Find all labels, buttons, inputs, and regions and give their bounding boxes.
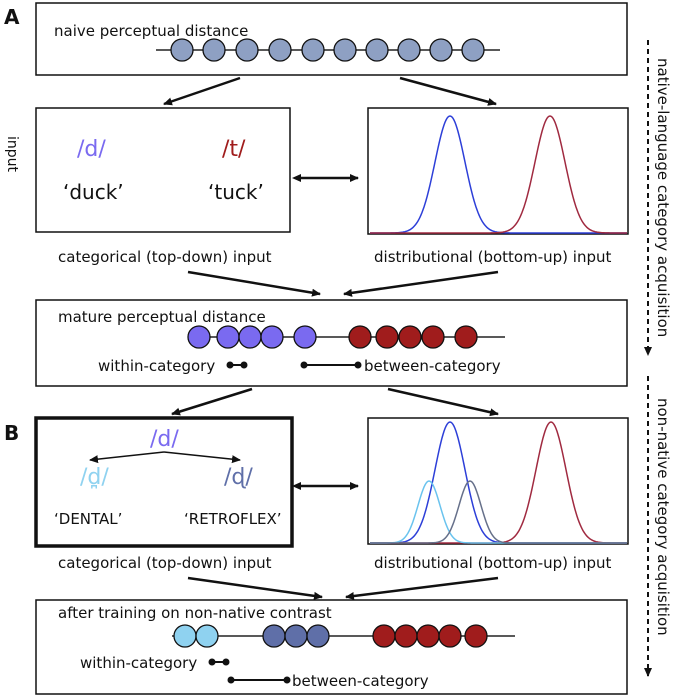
within-category-label-a: within-category <box>98 357 215 375</box>
continuum-dot <box>397 38 421 62</box>
arrow-to-distributional <box>399 76 497 106</box>
naive-distance-title: naive perceptual distance <box>54 22 248 40</box>
continuum-dot <box>375 325 399 349</box>
arrow-distributional-to-training <box>345 576 499 600</box>
continuum-dot <box>365 38 389 62</box>
training-distance-title: after training on non-native contrast <box>58 604 332 622</box>
continuum-dot <box>416 624 440 648</box>
phoneme-retroflex: /ɖ/ <box>224 465 253 490</box>
continuum-dot <box>398 325 422 349</box>
continuum-dot <box>333 38 357 62</box>
continuum-dot <box>293 325 317 349</box>
between-category-label-a: between-category <box>364 357 501 375</box>
red-distribution-curve <box>370 421 627 544</box>
blue-distribution-curve <box>370 421 627 544</box>
within-category-connector-b <box>208 658 230 666</box>
between-category-connector-a <box>300 361 362 369</box>
phoneme-dental: /d̪/ <box>80 465 109 490</box>
continuum-dot <box>348 325 372 349</box>
side-label-non-native: non-native category acquisition <box>654 398 672 636</box>
naive-distance-box <box>35 2 628 76</box>
word-duck: ‘duck’ <box>63 180 124 204</box>
input-label: input <box>4 136 20 173</box>
phoneme-t: /t/ <box>222 137 246 162</box>
continuum-dot <box>464 624 488 648</box>
phoneme-d: /d/ <box>77 137 106 162</box>
continuum-dot <box>268 38 292 62</box>
panel-b-label: B <box>4 421 19 445</box>
naive-continuum-dots <box>170 38 485 62</box>
word-retroflex: ‘RETROFLEX’ <box>184 510 282 528</box>
continuum-dot <box>306 624 330 648</box>
arrow-categorical-to-mature <box>187 270 321 297</box>
arrow-distributional-to-mature <box>343 270 499 297</box>
arrow-to-categorical-b <box>171 387 253 416</box>
continuum-dot <box>195 624 219 648</box>
continuum-dot <box>284 624 308 648</box>
continuum-dot <box>301 38 325 62</box>
continuum-dot <box>461 38 485 62</box>
mature-distance-title: mature perceptual distance <box>58 308 266 326</box>
continuum-dot <box>438 624 462 648</box>
distribution-curves-a <box>370 115 627 234</box>
caption-distributional-a: distributional (bottom-up) input <box>374 248 611 266</box>
within-category-label-b: within-category <box>80 654 197 672</box>
between-category-connector-b <box>227 676 291 684</box>
arrow-to-distributional-b <box>387 387 499 417</box>
between-category-label-b: between-category <box>292 672 429 690</box>
phoneme-root-d: /d/ <box>150 427 179 452</box>
training-distance-box <box>35 599 628 695</box>
continuum-dot <box>372 624 396 648</box>
continuum-dot <box>454 325 478 349</box>
arrow-to-categorical <box>163 76 241 106</box>
caption-categorical-b: categorical (top-down) input <box>58 554 272 572</box>
continuum-dot <box>260 325 284 349</box>
word-dental: ‘DENTAL’ <box>54 510 122 528</box>
continuum-dot <box>262 624 286 648</box>
word-tuck: ‘tuck’ <box>208 180 264 204</box>
categorical-input-box-a <box>35 107 291 233</box>
caption-distributional-b: distributional (bottom-up) input <box>374 554 611 572</box>
side-label-native: native-language category acquisition <box>654 58 672 337</box>
within-category-connector-a <box>226 361 248 369</box>
tree-branch-retroflex <box>163 451 241 464</box>
panel-a-label: A <box>4 5 20 29</box>
distribution-curves-b <box>370 421 627 544</box>
continuum-dot <box>202 38 226 62</box>
continuum-dot <box>187 325 211 349</box>
continuum-dot <box>421 325 445 349</box>
continuum-dot <box>238 325 262 349</box>
retroflex-distribution-curve <box>370 480 627 544</box>
distributional-input-box-a <box>367 107 629 235</box>
blue-distribution-curve <box>370 115 627 234</box>
mature-continuum-dots <box>187 325 478 349</box>
continuum-dot <box>170 38 194 62</box>
continuum-dot <box>216 325 240 349</box>
continuum-dot <box>394 624 418 648</box>
arrow-categorical-to-training <box>187 576 323 600</box>
distributional-input-box-b <box>367 417 629 545</box>
mature-distance-box <box>35 299 628 387</box>
dental-distribution-curve <box>370 480 627 544</box>
continuum-dot <box>235 38 259 62</box>
caption-categorical-a: categorical (top-down) input <box>58 248 272 266</box>
red-distribution-curve <box>370 115 627 234</box>
training-continuum-dots <box>173 624 488 648</box>
continuum-dot <box>173 624 197 648</box>
tree-branch-dental <box>89 451 165 464</box>
continuum-dot <box>429 38 453 62</box>
